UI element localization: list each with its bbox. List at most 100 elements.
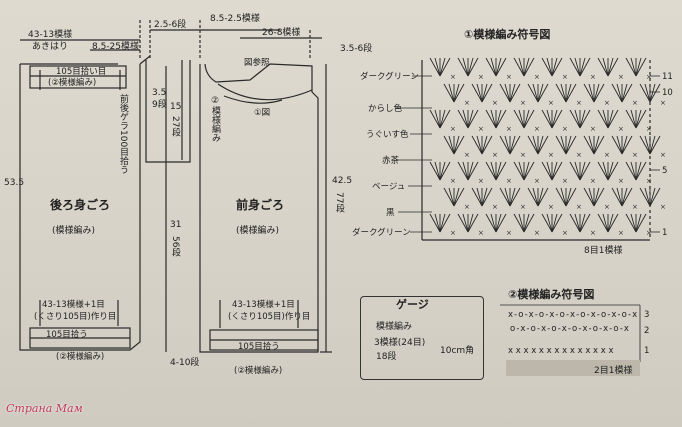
shell-stitch [551, 57, 558, 77]
shell-stitch [527, 187, 539, 207]
shell-stitch [509, 187, 521, 207]
shell-stitch [597, 109, 609, 129]
shell-stitch [429, 109, 441, 129]
shell-stitch [625, 161, 637, 181]
sc-mark: × [562, 125, 568, 133]
front-neck: 26-8模様 [262, 28, 301, 38]
shell-stitch [607, 213, 619, 233]
shell-stitch [481, 135, 488, 155]
dim-armhole-b: 9段 [152, 100, 167, 110]
dim-mid-a: 15 [170, 102, 182, 112]
sc-mark: × [632, 99, 638, 107]
sc-mark: × [590, 73, 596, 81]
sc-mark: × [548, 203, 554, 211]
chart2-row3-marks: x-o-x-o-x-o-x-o-x-o-x-o-x [508, 310, 639, 320]
shell-stitch [443, 83, 455, 103]
shell-stitch [471, 135, 483, 155]
sc-mark: × [450, 125, 456, 133]
shell-stitch [583, 135, 595, 155]
shell-stitch [523, 213, 535, 233]
shell-stitch [565, 135, 572, 155]
shell-stitch [635, 57, 647, 77]
back-panel-outline [19, 64, 141, 351]
gauge-line2: 18段 [376, 352, 397, 362]
back-vertical-note: 前後ゲラ100目拾う [118, 94, 128, 175]
shell-stitch [513, 213, 525, 233]
shell-stitch [588, 83, 595, 103]
sc-mark: × [464, 99, 470, 107]
shell-stitch [523, 57, 535, 77]
shell-stitch [523, 109, 535, 129]
sc-mark: × [534, 229, 540, 237]
shell-stitch [513, 161, 525, 181]
shell-stitch [546, 161, 553, 181]
sc-mark: × [464, 151, 470, 159]
chart1-color-4: ベージュ [372, 182, 406, 192]
shell-stitch [541, 161, 553, 181]
shell-stitch [551, 161, 558, 181]
shell-stitch [546, 57, 553, 77]
shell-stitch [509, 187, 516, 207]
shell-stitch [481, 83, 488, 103]
dim-armhole-a: 3.5 [152, 88, 167, 98]
shell-stitch [434, 161, 441, 181]
shell-stitch [490, 57, 497, 77]
sc-mark: × [450, 177, 456, 185]
chart1-color-2: うぐいす色 [366, 130, 409, 140]
sc-mark: × [590, 177, 596, 185]
shell-stitch [439, 213, 446, 233]
shell-stitch [495, 57, 507, 77]
chart1-row-10: 10 [662, 88, 673, 98]
shell-stitch [485, 109, 497, 129]
shell-stitch [607, 57, 614, 77]
gauge-pattern: 模様編み [376, 322, 413, 332]
shell-stitch [481, 187, 488, 207]
sc-mark: × [478, 177, 484, 185]
front-bottom-width: 43-13模様+1目 [232, 300, 295, 310]
shell-stitch [518, 213, 525, 233]
shell-stitch [635, 213, 642, 233]
shell-stitch [616, 135, 623, 155]
sc-mark: × [506, 125, 512, 133]
front-shoulder: 8.5-2.5模様 [210, 14, 260, 24]
back-shoulder: 8.5-25模様 [92, 42, 140, 52]
chart1-stitch-marks: ××××××××××××××××××××××××××××××××××××××××… [429, 57, 666, 237]
shell-stitch [518, 161, 525, 181]
shell-stitch [439, 161, 446, 181]
shell-stitch [583, 187, 595, 207]
sc-mark: × [506, 73, 512, 81]
shell-stitch [467, 213, 479, 233]
shell-stitch [579, 57, 586, 77]
shell-stitch [593, 83, 605, 103]
sc-mark: × [632, 151, 638, 159]
sc-mark: × [646, 125, 652, 133]
shell-stitch [639, 135, 651, 155]
shell-stitch [495, 161, 507, 181]
back-bottom-cast: (くさり105目)作り目 [34, 312, 117, 322]
shell-stitch [593, 83, 600, 103]
shell-stitch [560, 135, 567, 155]
shell-stitch [569, 109, 581, 129]
shell-stitch [481, 187, 493, 207]
shell-stitch [621, 187, 628, 207]
sc-mark: × [464, 203, 470, 211]
shell-stitch [532, 187, 539, 207]
front-bottom-edging: (②模様編み) [234, 366, 283, 376]
shell-stitch [504, 135, 511, 155]
chart2-title: ②模様編み符号図 [508, 288, 595, 301]
shell-stitch [462, 213, 469, 233]
front-arc-note: ①図 [254, 108, 271, 118]
sc-mark: × [548, 99, 554, 107]
sc-mark: × [660, 151, 666, 159]
sc-mark: × [618, 125, 624, 133]
shell-stitch [485, 161, 497, 181]
shell-stitch [649, 135, 656, 155]
shell-stitch [555, 83, 567, 103]
shell-stitch [513, 57, 525, 77]
sc-mark: × [590, 125, 596, 133]
shell-stitch [434, 109, 441, 129]
back-bottom-pick: 105目拾う [46, 330, 88, 340]
shell-stitch [579, 213, 591, 233]
shell-stitch [565, 83, 577, 103]
shell-stitch [630, 109, 637, 129]
